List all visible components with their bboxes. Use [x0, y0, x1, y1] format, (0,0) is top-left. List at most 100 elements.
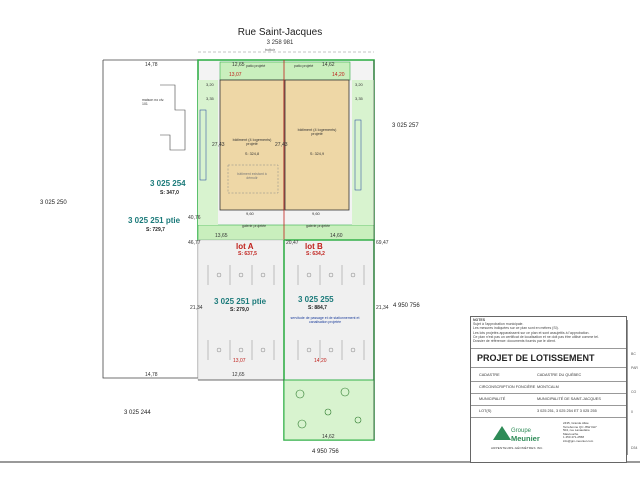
lot-251-north-area: S: 729,7: [146, 227, 165, 233]
galerie-label-b: galerie projetée: [306, 224, 331, 228]
lot-a-area: S: 637,5: [238, 251, 257, 257]
side-label: BC: [631, 352, 636, 356]
side-label: 0: [631, 410, 633, 414]
stall-markers: [216, 272, 356, 353]
lot-255-area: S: 884,7: [308, 305, 327, 311]
side-label: CO: [631, 390, 637, 394]
building-b-label: bâtiment (4 logements) projeté: [297, 128, 337, 136]
dim-mid-left: 13,65: [215, 233, 228, 239]
existing-building: [227, 164, 279, 194]
side-strip: BC PAR CO 0 D34: [627, 320, 640, 455]
dim-mid-right: 14,60: [330, 233, 343, 239]
row-value: CADASTRE DU QUÉBEC: [537, 373, 582, 377]
company-tagline: ARPENTEURS-GÉOMÈTRES INC.: [491, 446, 544, 450]
contact-line: 2435, Grande Allée: [563, 421, 589, 425]
building-a-label: bâtiment (4 logements) projeté: [232, 138, 272, 146]
dim-red-bottom-left: 13,07: [233, 358, 246, 364]
lot-254-number: 3 025 254: [150, 179, 186, 188]
row-label: CADASTRE: [479, 373, 500, 377]
galerie-label-a: galerie projetée: [242, 224, 267, 228]
right-green-strip: [352, 80, 374, 225]
patio-label-b: patio projeté: [294, 64, 314, 68]
dim-bottom-right: 14,62: [322, 434, 335, 440]
contact-line: 504, rue Lanaudière: [563, 428, 590, 433]
trottoir-label: trottoir: [265, 48, 275, 52]
maison-label: maison no civ. 101: [142, 98, 165, 106]
dim-small-right: 21,34: [376, 305, 389, 311]
servitude-east: [354, 119, 362, 191]
dim-red-bottom-right: 14,20: [314, 358, 327, 364]
contact-line: info@gm-meunier.com: [563, 438, 594, 443]
trees: [295, 387, 362, 429]
dim-big-right: 69,47: [376, 240, 389, 246]
lot-southwest: 3 025 244: [124, 410, 151, 416]
lot-251-north-number: 3 025 251 ptie: [128, 216, 181, 225]
row-label: MUNICIPALITÉ: [479, 397, 506, 401]
note-line: Ce plan n'est pas un certificat de local…: [473, 334, 599, 339]
lot-255-garden: [283, 379, 375, 441]
parking-stalls: [207, 265, 365, 360]
dim-red-right: 14,20: [332, 72, 345, 78]
company-name: Meunier: [511, 434, 540, 443]
divider: [471, 393, 626, 394]
company-logo: Groupe Meunier ARPENTEURS-GÉOMÈTRES INC.: [491, 422, 551, 452]
row-value: MONTCALM: [537, 385, 559, 389]
lot-west: 3 025 250: [40, 200, 67, 206]
dim-top-mid-right: 14,62: [322, 62, 335, 68]
dim-big-left: 46,77: [188, 240, 201, 246]
dim-height-right: 27,43: [275, 142, 288, 148]
parking-area: [197, 239, 375, 381]
building-a-area: S: 324,8: [244, 152, 260, 156]
divider: [471, 381, 626, 382]
row-label: LOT(S): [479, 409, 492, 413]
building-a: [219, 79, 285, 211]
lot-251-south-number: 3 025 251 ptie: [214, 297, 267, 306]
dim-bldg-w: 9,60: [246, 211, 254, 216]
building-b: [284, 79, 350, 211]
divider: [471, 405, 626, 406]
lot-east: 4 950 756: [393, 303, 420, 309]
dim-top-mid-left: 12,65: [232, 62, 245, 68]
row-value: MUNICIPALITÉ DE SAINT-JACQUES: [537, 397, 601, 401]
dim-small-c: 3,35: [206, 96, 214, 101]
dim-bottom-left: 14,78: [145, 372, 158, 378]
note-line: Les mesures indiquées sur ce plan sont e…: [473, 326, 559, 331]
dim-d1: 40,76: [188, 215, 201, 221]
divider: [471, 367, 626, 368]
notes-title: NOTES: [473, 318, 486, 322]
dim-small-d: 3,35: [355, 96, 363, 101]
row-label: CIRCONSCRIPTION FONCIÈRE: [479, 385, 536, 389]
contact-line: Terrebonne QC J6W 0H7: [563, 424, 597, 429]
company-contact: 2435, Grande Allée Terrebonne QC J6W 0H7…: [563, 421, 597, 444]
dim-height-left: 27,43: [212, 142, 225, 148]
lot-b-name: lot B: [305, 242, 323, 251]
building-b-area: S: 324,9: [309, 152, 325, 156]
dim-d2: 20,47: [286, 240, 299, 246]
notes: NOTES Sujet à l'approbation municipale. …: [473, 318, 623, 343]
company-prefix: Groupe: [511, 428, 532, 434]
note-line: Sujet à l'approbation municipale.: [473, 322, 524, 327]
dim-top-left: 14,78: [145, 62, 158, 68]
document-title: PROJET DE LOTISSEMENT: [477, 353, 595, 363]
divider: [471, 348, 626, 349]
title-block: NOTES Sujet à l'approbation municipale. …: [470, 316, 627, 463]
side-label: PAR: [631, 366, 638, 370]
neighbour-house: [160, 84, 186, 151]
lot-255-number: 3 025 255: [298, 295, 334, 304]
dim-small-left: 21,34: [190, 305, 203, 311]
dim-small-a: 3,20: [206, 82, 214, 87]
lot-northeast: 3 025 257: [392, 123, 419, 129]
mountain-icon: [493, 426, 511, 440]
left-green-strip: [198, 80, 218, 225]
dim-bottom-mid: 12,65: [232, 372, 245, 378]
servitude-west: [199, 109, 207, 181]
dim-small-b: 3,20: [355, 82, 363, 87]
row-value: 3 025 251, 3 025 254 ET 3 025 255: [537, 409, 597, 413]
lot-south: 4 950 756: [312, 449, 339, 455]
street-name: Rue Saint-Jacques: [237, 27, 323, 38]
divider: [471, 417, 626, 418]
contact-line: Mascouche: [563, 431, 579, 436]
dim-red-left: 13,07: [229, 72, 242, 78]
